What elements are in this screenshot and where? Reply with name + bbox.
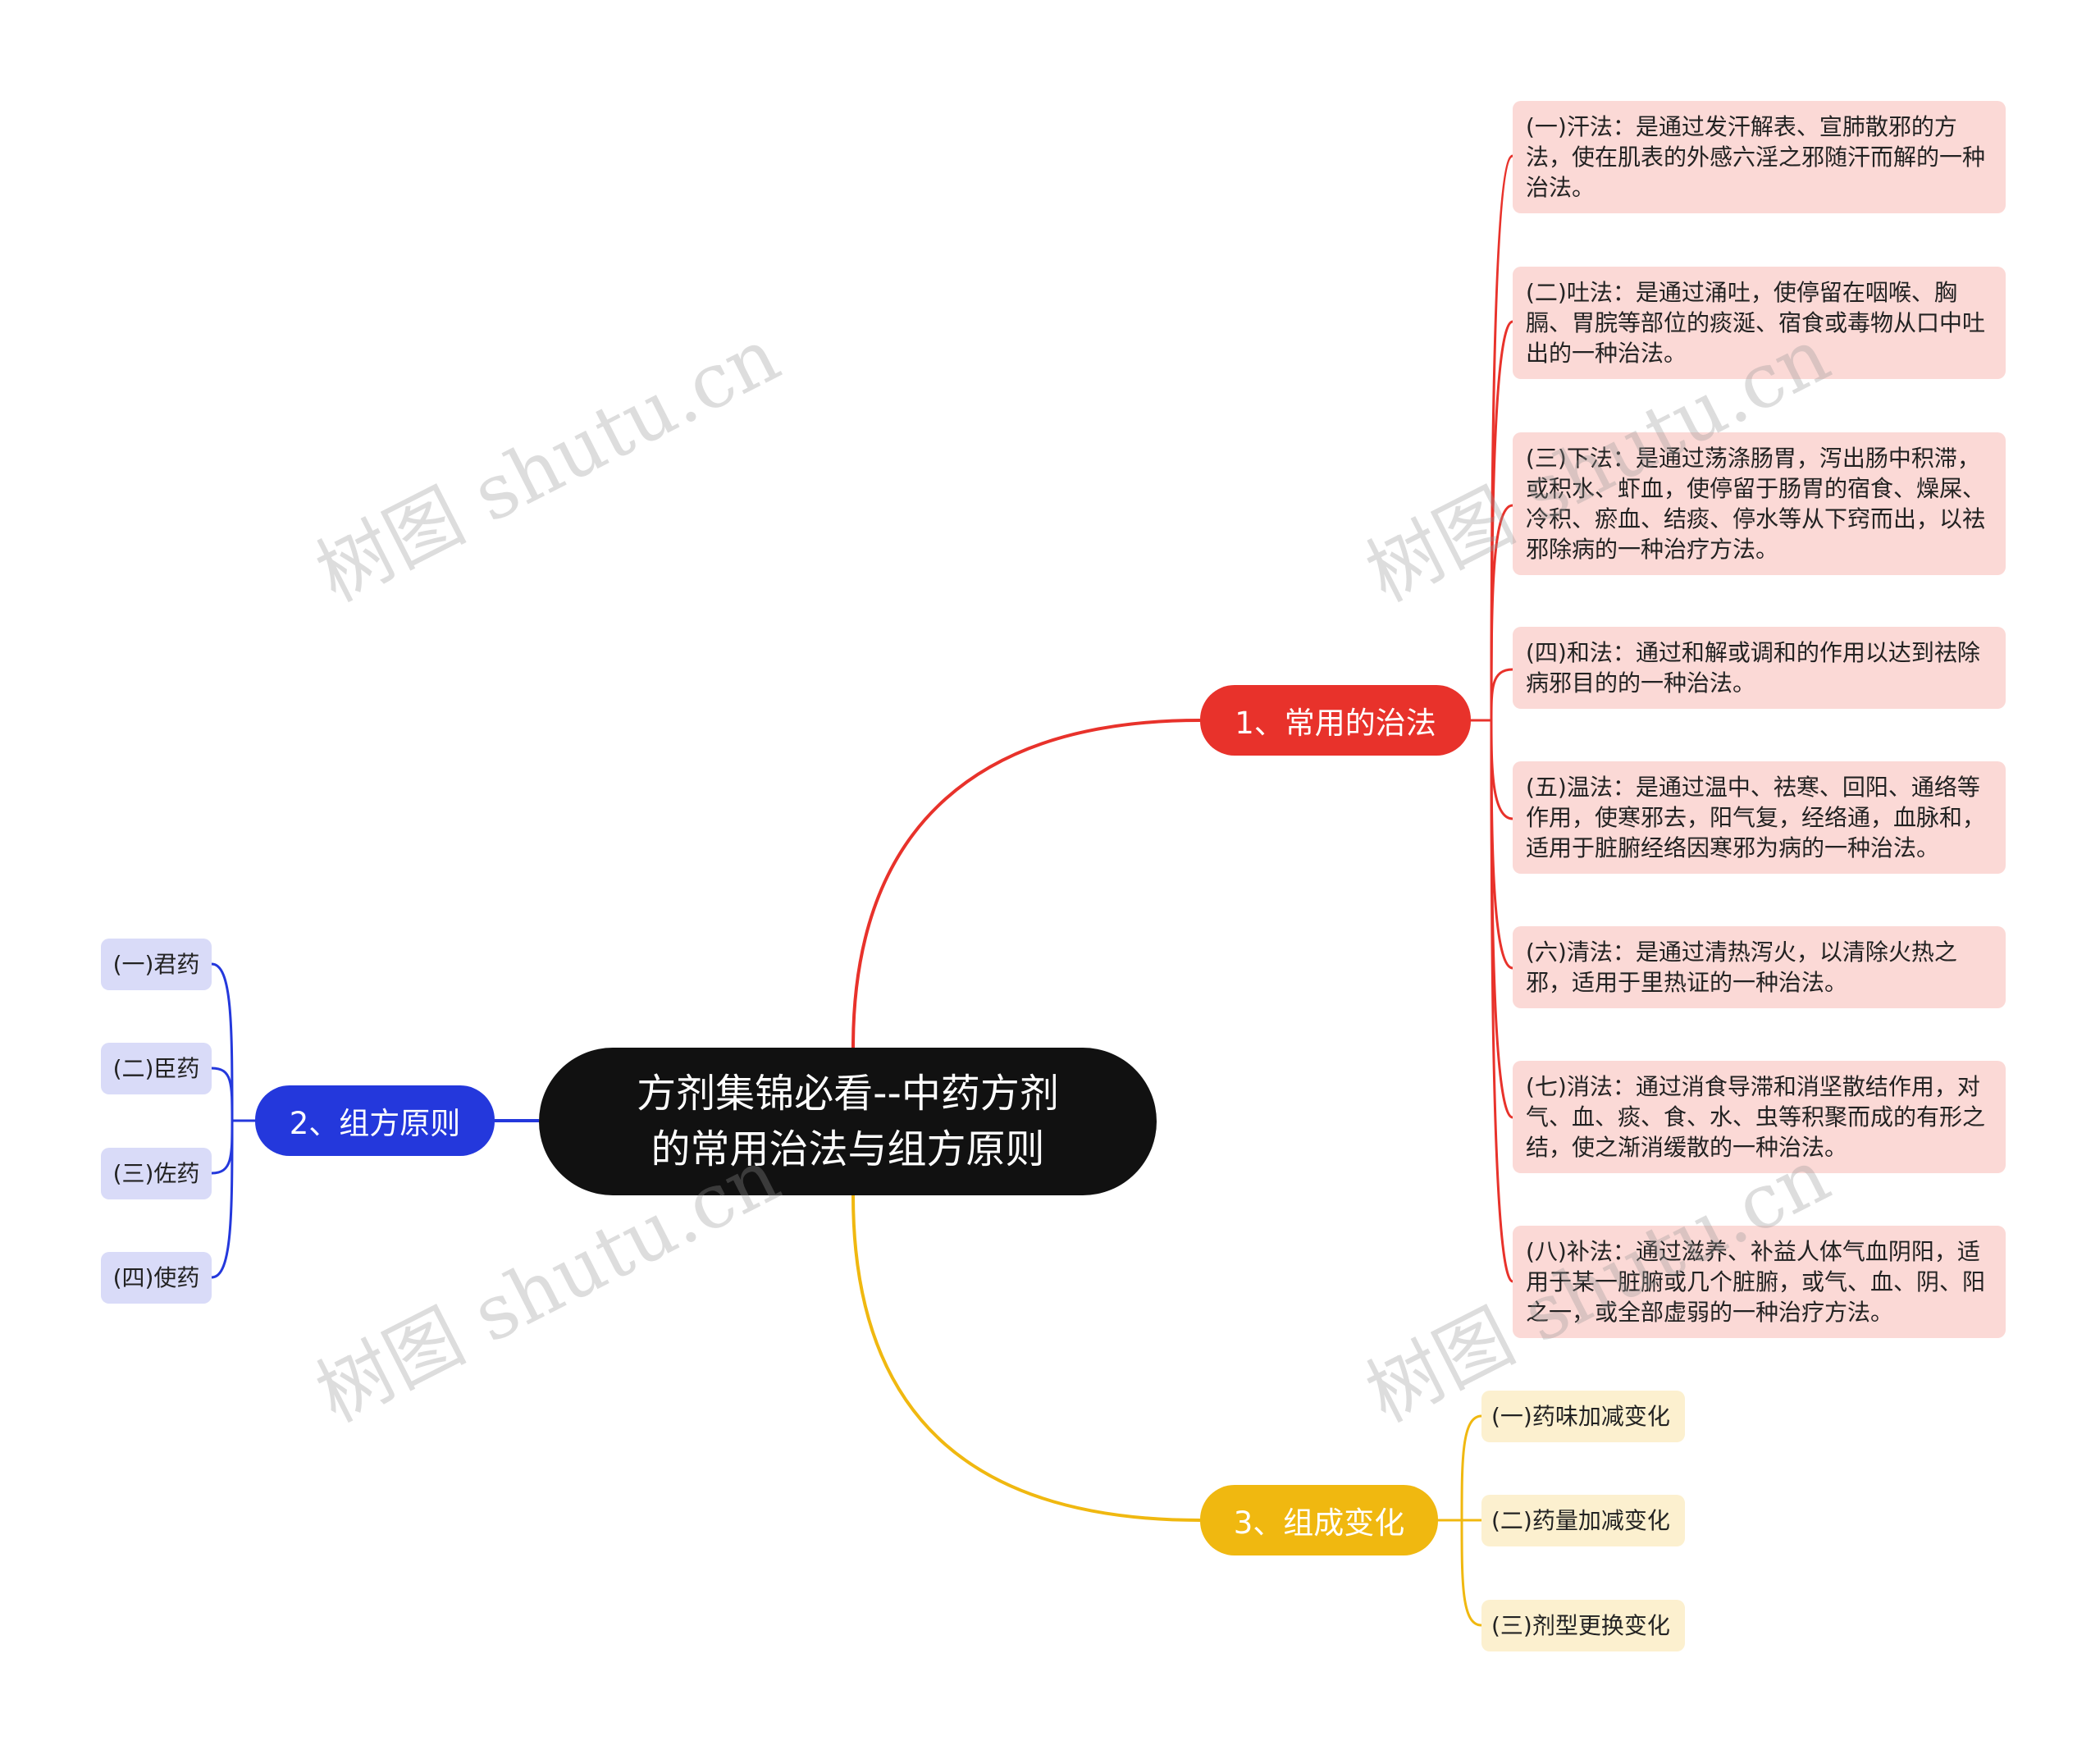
leaf-form-change[interactable]: (三)剂型更换变化 bbox=[1481, 1600, 1685, 1651]
leaf-emetic-method[interactable]: (二)吐法：是通过涌吐，使停留在咽喉、胸膈、胃脘等部位的痰涎、宿食或毒物从口中吐… bbox=[1513, 267, 2006, 379]
leaf-sweating-method[interactable]: (一)汗法：是通过发汗解表、宣肺散邪的方法，使在肌表的外感六淫之邪随汗而解的一种… bbox=[1513, 101, 2006, 213]
branch-1-links bbox=[1471, 154, 1513, 1283]
link-root-branch-3 bbox=[851, 1195, 1201, 1522]
root-title-line1: 方剂集锦必看--中药方剂 bbox=[637, 1071, 1059, 1117]
leaf-herb-adjustment[interactable]: (一)药味加减变化 bbox=[1481, 1391, 1685, 1442]
root-topic[interactable]: 方剂集锦必看--中药方剂 的常用治法与组方原则 bbox=[539, 1048, 1157, 1195]
leaf-monarch-herb[interactable]: (一)君药 bbox=[101, 939, 212, 990]
leaf-warming-method[interactable]: (五)温法：是通过温中、祛寒、回阳、通络等作用，使寒邪去，阳气复，经络通，血脉和… bbox=[1513, 761, 2006, 874]
branch-common-methods[interactable]: 1、常用的治法 bbox=[1200, 685, 1471, 756]
leaf-clearing-method[interactable]: (六)清法：是通过清热泻火，以清除火热之邪，适用于里热证的一种治法。 bbox=[1513, 926, 2006, 1008]
leaf-purging-method[interactable]: (三)下法：是通过荡涤肠胃，泻出肠中积滞，或积水、虾血，使停留于肠胃的宿食、燥屎… bbox=[1513, 432, 2006, 575]
leaf-resolving-method[interactable]: (七)消法：通过消食导滞和消坚散结作用，对气、血、痰、食、水、虫等积聚而成的有形… bbox=[1513, 1061, 2006, 1173]
leaf-assistant-herb[interactable]: (三)佐药 bbox=[101, 1148, 212, 1199]
leaf-harmonizing-method[interactable]: (四)和法：通过和解或调和的作用以达到祛除病邪目的的一种治法。 bbox=[1513, 627, 2006, 709]
branch-3-links bbox=[1438, 1414, 1482, 1627]
branch-2-links bbox=[211, 962, 255, 1279]
root-title-line2: 的常用治法与组方原则 bbox=[651, 1126, 1045, 1172]
branch-composition-changes[interactable]: 3、组成变化 bbox=[1200, 1485, 1438, 1555]
leaf-dosage-adjustment[interactable]: (二)药量加减变化 bbox=[1481, 1495, 1685, 1546]
link-root-branch-1 bbox=[851, 719, 1201, 1048]
leaf-envoy-herb[interactable]: (四)使药 bbox=[101, 1252, 212, 1304]
leaf-tonifying-method[interactable]: (八)补法：通过滋养、补益人体气血阴阳，适用于某一脏腑或几个脏腑，或气、血、阴、… bbox=[1513, 1226, 2006, 1338]
leaf-minister-herb[interactable]: (二)臣药 bbox=[101, 1043, 212, 1094]
branch-formula-principles[interactable]: 2、组方原则 bbox=[255, 1085, 495, 1156]
